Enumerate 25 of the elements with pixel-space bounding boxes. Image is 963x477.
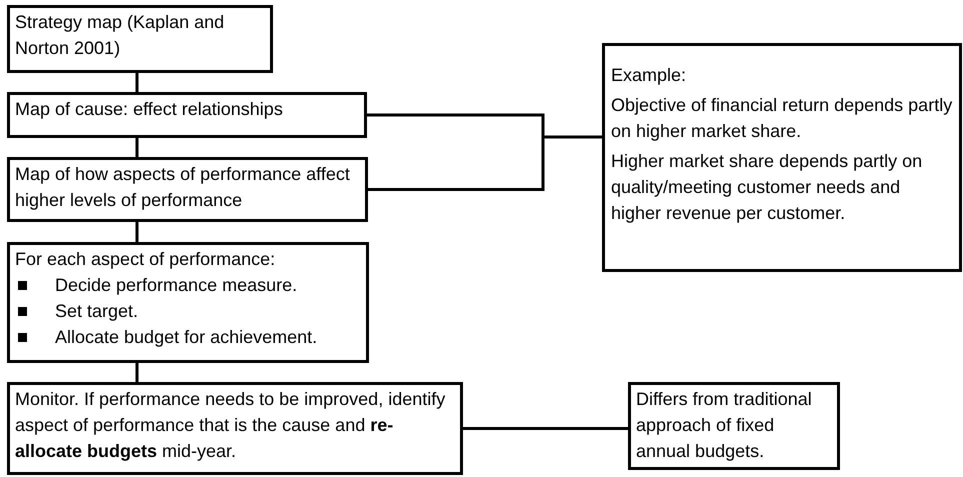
process-box — [628, 382, 840, 470]
box-text: Strategy map (Kaplan and Norton 2001) — [15, 11, 226, 60]
connector-line — [136, 73, 138, 92]
box-text: Monitor. If performance needs to be improved, identify aspect of performance that is the cause and re-allocate budgets mid-year. — [15, 388, 446, 463]
example-box — [602, 43, 962, 272]
box-text: Map of cause: effect relationships — [15, 98, 284, 121]
connector-line — [136, 363, 138, 382]
box-text: Differs from traditional approach of fixed annual budgets. — [636, 388, 813, 463]
connector-line — [368, 136, 602, 191]
process-box — [7, 382, 463, 475]
bullet-text: Decide performance measure. — [55, 274, 298, 297]
paragraph-text: Objective of financial return depends partly on higher market share. — [611, 94, 953, 143]
process-box — [7, 157, 368, 222]
bullet-text: Set target. — [55, 300, 138, 323]
process-box — [7, 5, 273, 73]
connector-line — [136, 222, 138, 242]
bullet-text: Allocate budget for achievement. — [55, 326, 318, 349]
connector-line — [463, 427, 628, 430]
process-box — [7, 92, 367, 138]
process-box — [7, 242, 369, 363]
connector-line — [136, 138, 138, 157]
heading-text: For each aspect of performance: — [15, 248, 276, 271]
paragraph-text: Higher market share depends partly on quality/meeting customer needs and higher revenue per customer. — [611, 150, 924, 225]
paragraph-text: Example: — [611, 64, 688, 87]
box-text: Map of how aspects of performance affect higher levels of performance — [15, 163, 351, 212]
